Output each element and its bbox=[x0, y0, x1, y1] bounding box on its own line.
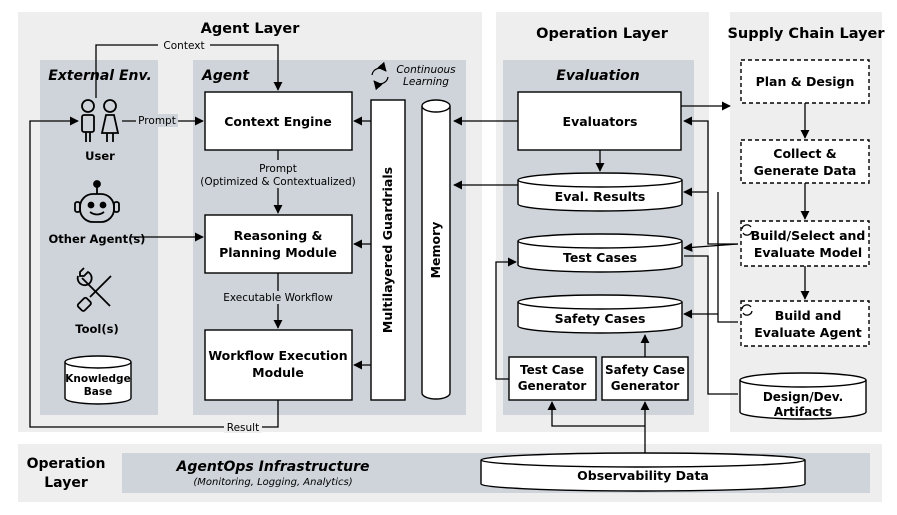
continuous-learning-line2: Learning bbox=[403, 76, 449, 88]
tcg-label-line1: Test Case bbox=[520, 363, 584, 377]
test-case-generator-box bbox=[508, 356, 597, 401]
safety-cases-label: Safety Cases bbox=[555, 311, 646, 326]
agent-title: Agent bbox=[201, 68, 250, 84]
refresh-icon bbox=[741, 304, 753, 316]
workflow-execution-box bbox=[204, 329, 353, 401]
observability-to-tcg-connector bbox=[547, 401, 645, 427]
context-engine-box bbox=[204, 91, 353, 151]
build-select-label-line1: Build/Select and bbox=[751, 228, 866, 243]
build-select-label-line2: Evaluate Model bbox=[754, 245, 862, 260]
prompt-opt-line2: (Optimized & Contextualized) bbox=[200, 176, 356, 188]
design-label-line1: Design/Dev. bbox=[763, 390, 843, 404]
tools-label: Tool(s) bbox=[75, 322, 118, 336]
eval-results-label: Eval. Results bbox=[555, 189, 646, 204]
workflow-label-line1: Workflow Execution bbox=[208, 348, 347, 363]
collect-label-line1: Collect & bbox=[773, 146, 837, 161]
result-label: Result bbox=[227, 422, 259, 434]
build-agent-box bbox=[740, 300, 870, 347]
continuous-learning-line1: Continuous bbox=[396, 64, 456, 76]
user-label: User bbox=[85, 149, 115, 163]
memory-db bbox=[421, 99, 451, 400]
eval-results-db bbox=[517, 172, 683, 212]
test-cases-db bbox=[517, 233, 683, 273]
user-icon bbox=[81, 99, 120, 142]
workflow-label-line2: Module bbox=[252, 365, 304, 380]
guardrails-label: Multilayered Guardrials bbox=[380, 167, 395, 333]
context-label: Context bbox=[163, 40, 204, 52]
guardrails-box bbox=[370, 99, 406, 401]
operation-layer-title: Operation Layer bbox=[536, 26, 669, 42]
kb-label-line2: Base bbox=[84, 386, 112, 398]
model-to-evaluators-connector bbox=[683, 116, 738, 245]
refresh-icon bbox=[371, 61, 389, 91]
collect-label-line2: Generate Data bbox=[754, 163, 857, 178]
knowledge-base-db bbox=[64, 355, 132, 405]
evaluators-label: Evaluators bbox=[563, 114, 638, 129]
context-engine-label: Context Engine bbox=[224, 114, 332, 129]
external-env-title: External Env. bbox=[48, 68, 152, 84]
result-connector bbox=[29, 116, 279, 428]
evaluation-title: Evaluation bbox=[556, 68, 639, 84]
safety-cases-db bbox=[517, 294, 683, 334]
executable-workflow-label: Executable Workflow bbox=[223, 292, 333, 304]
tcg-label-line2: Generator bbox=[518, 379, 587, 393]
prompt-label-bg bbox=[136, 114, 178, 127]
memory-label: Memory bbox=[428, 222, 443, 279]
design-artifacts-db bbox=[739, 372, 867, 420]
test-cases-label: Test Cases bbox=[563, 250, 637, 265]
design-label-line2: Artifacts bbox=[774, 405, 832, 419]
safety-case-generator-box bbox=[601, 356, 689, 401]
executable-workflow-bg bbox=[220, 291, 338, 304]
build-agent-label-line1: Build and bbox=[775, 308, 842, 323]
kb-label-line1: Knowledge bbox=[65, 373, 130, 385]
build-select-model-box bbox=[740, 220, 870, 267]
result-label-bg bbox=[224, 421, 262, 433]
agent-to-results-connector bbox=[717, 192, 738, 323]
infra-subtitle: (Monitoring, Logging, Analytics) bbox=[193, 477, 352, 488]
build-agent-label-line2: Evaluate Agent bbox=[754, 325, 862, 340]
observability-data-db bbox=[480, 452, 806, 492]
refresh-icon bbox=[741, 224, 753, 236]
context-label-bg bbox=[158, 39, 210, 51]
scg-label-line2: Generator bbox=[611, 379, 680, 393]
reasoning-box bbox=[204, 214, 353, 274]
scg-label-line1: Safety Case bbox=[605, 363, 685, 377]
prompt-opt-line1: Prompt bbox=[259, 163, 297, 175]
prompt-label: Prompt bbox=[138, 115, 176, 127]
infra-title: AgentOps Infrastructure bbox=[175, 459, 369, 475]
bottom-operation-line1: Operation bbox=[27, 456, 106, 472]
agent-layer-title: Agent Layer bbox=[201, 21, 301, 37]
reasoning-label-line2: Planning Module bbox=[219, 245, 337, 260]
tools-icon bbox=[76, 267, 112, 312]
robot-icon bbox=[74, 180, 120, 223]
observability-label: Observability Data bbox=[577, 468, 709, 483]
plan-design-label: Plan & Design bbox=[756, 74, 855, 89]
artifacts-to-test-connector bbox=[684, 255, 738, 395]
prompt-opt-bg bbox=[206, 160, 356, 188]
supply-chain-layer-title: Supply Chain Layer bbox=[727, 26, 885, 42]
tcg-to-test-connector bbox=[495, 257, 517, 380]
bottom-operation-line2: Layer bbox=[44, 475, 88, 491]
reasoning-label-line1: Reasoning & bbox=[234, 228, 323, 243]
other-agents-label: Other Agent(s) bbox=[49, 232, 146, 246]
model-to-test-connector bbox=[683, 242, 739, 252]
